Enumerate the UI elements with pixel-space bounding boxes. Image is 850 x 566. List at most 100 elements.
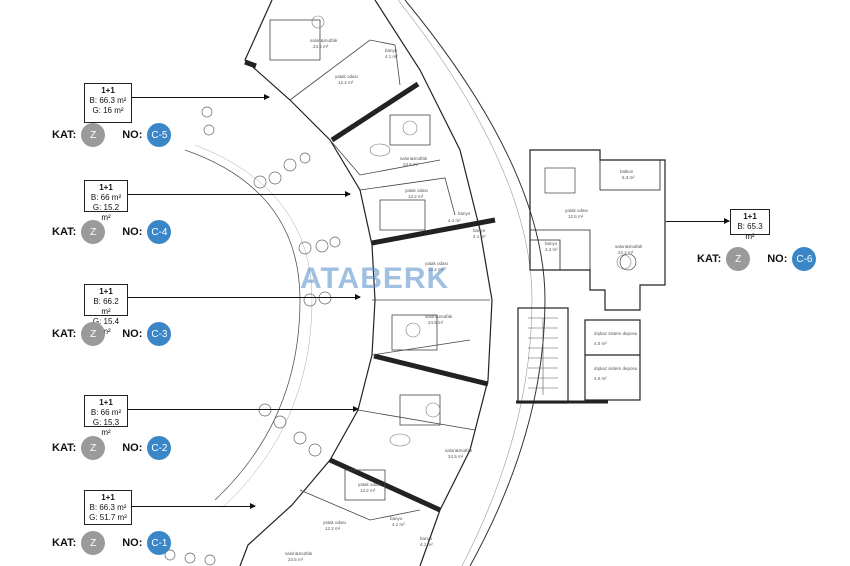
unit-number-badge[interactable]: C-4 bbox=[147, 220, 172, 244]
room-label-banyo-2: banyo bbox=[458, 211, 471, 216]
room-area-5: 12.2 m² bbox=[408, 194, 424, 199]
outer-arc bbox=[404, 0, 546, 566]
room-label-depo-1: dışkaz sistem deposu bbox=[594, 331, 638, 336]
room-area-c6-1: 12.5 m² bbox=[568, 214, 584, 219]
room-area-9: 24.5 m² bbox=[428, 320, 444, 325]
unit-type: 1+1 bbox=[99, 287, 113, 296]
room-label-banyo-4: banyo bbox=[390, 516, 403, 521]
unit-badges-c6: KAT: Z NO: C-6 bbox=[697, 247, 817, 271]
block-stairs bbox=[516, 307, 641, 404]
room-area-8: 12.2 m² bbox=[428, 267, 444, 272]
floor-badge: Z bbox=[726, 247, 751, 271]
unit-type: 1+1 bbox=[101, 86, 115, 95]
unit-info-box-c6: 1+1 B: 65.3 m² bbox=[730, 209, 770, 241]
room-label-depo-2: dışkaz sistem deposu bbox=[594, 366, 638, 371]
floor-badge: Z bbox=[81, 531, 106, 555]
trees bbox=[164, 106, 341, 566]
unit-info-box-c1: 1+1 B: 66.3 m² G: 51.7 m² bbox=[84, 490, 132, 525]
unit-gross-area: G: 51.7 m² bbox=[89, 513, 127, 522]
room-area-depo-2: 4.0 m² bbox=[594, 376, 607, 381]
kat-label: KAT: bbox=[52, 129, 77, 141]
pointer-arrow-c4 bbox=[128, 191, 351, 197]
unit-number-badge[interactable]: C-5 bbox=[147, 123, 172, 147]
room-area-3: 4.1 m² bbox=[385, 54, 398, 59]
pointer-arrow-c3 bbox=[128, 294, 361, 300]
room-label-yatak-2: yatak odası bbox=[405, 188, 428, 193]
unit-badges-c3: KAT: Z NO: C-3 bbox=[52, 322, 172, 346]
unit-info-box-c5: 1+1 B: 66.3 m² G: 16 m² bbox=[84, 83, 132, 123]
unit-net-area: B: 66 m² bbox=[90, 193, 122, 202]
unit-info-box-c3: 1+1 B: 66.2 m² G: 15.4 m² bbox=[84, 284, 128, 336]
room-label-salon-4: salon&mutfak bbox=[445, 448, 473, 453]
floor-badge: Z bbox=[81, 220, 106, 244]
unit-type: 1+1 bbox=[743, 212, 757, 221]
room-area-10: 24.5 m² bbox=[448, 454, 464, 459]
unit-number-badge[interactable]: C-2 bbox=[147, 436, 172, 460]
kat-label: KAT: bbox=[52, 226, 77, 238]
kat-label: KAT: bbox=[52, 328, 77, 340]
unit-net-area: B: 66.3 m² bbox=[89, 96, 127, 105]
room-label-yatak-c6: yatak odası bbox=[565, 208, 588, 213]
unit-net-area: B: 65.3 m² bbox=[737, 222, 763, 241]
room-label-banyo-1: banyo bbox=[385, 48, 398, 53]
room-area-c6-2: 5.3 m² bbox=[622, 175, 635, 180]
pointer-arrow-c1 bbox=[132, 503, 256, 509]
unit-badges-c1: KAT: Z NO: C-1 bbox=[52, 531, 172, 555]
unit-number-badge[interactable]: C-1 bbox=[147, 531, 172, 555]
room-area-7: 4.1 m² bbox=[473, 234, 486, 239]
floor-badge: Z bbox=[81, 123, 106, 147]
unit-gross-area: G: 15.4 m² bbox=[92, 317, 120, 336]
room-label-banyo-c6: banyo bbox=[545, 241, 558, 246]
unit-badges-c4: KAT: Z NO: C-4 bbox=[52, 220, 172, 244]
unit-gross-area: G: 16 m² bbox=[92, 106, 124, 115]
unit-net-area: B: 66 m² bbox=[90, 408, 122, 417]
room-area-15: 24.5 m² bbox=[288, 557, 304, 562]
inner-arc-2 bbox=[194, 144, 313, 509]
room-area-12: 12.2 m² bbox=[325, 526, 341, 531]
room-walls bbox=[269, 19, 490, 521]
room-label-yatak-5: yatak odası bbox=[323, 520, 346, 525]
room-area-1: 24.5 m² bbox=[313, 44, 329, 49]
pointer-arrow-c5 bbox=[132, 94, 270, 100]
room-label-salon-5: salon&mutfak bbox=[285, 551, 313, 556]
unit-badges-c5: KAT: Z NO: C-5 bbox=[52, 123, 172, 147]
kat-label: KAT: bbox=[52, 442, 77, 454]
unit-type: 1+1 bbox=[99, 398, 113, 407]
room-text: salon&mutfak 24.5 m² yatak odası 12.2 m²… bbox=[285, 38, 643, 562]
unit-number-badge[interactable]: C-6 bbox=[792, 247, 817, 271]
unit-type: 1+1 bbox=[101, 493, 115, 502]
no-label: NO: bbox=[767, 253, 788, 265]
room-label-yatak-3: yatak odası bbox=[425, 261, 448, 266]
room-label-salon-1: salon&mutfak bbox=[310, 38, 338, 43]
stair-steps bbox=[528, 317, 558, 395]
no-label: NO: bbox=[122, 129, 143, 141]
no-label: NO: bbox=[122, 442, 143, 454]
room-label-salon-3: salon&mutfak bbox=[425, 314, 453, 319]
no-label: NO: bbox=[122, 328, 143, 340]
kat-label: KAT: bbox=[52, 537, 77, 549]
no-label: NO: bbox=[122, 226, 143, 238]
block-c6 bbox=[529, 149, 666, 311]
unit-gross-area: G: 15.3 m² bbox=[92, 418, 120, 437]
watermark-logo: ATABERK bbox=[300, 262, 450, 295]
pointer-arrow-c2 bbox=[128, 406, 359, 412]
room-area-c6-3: 22.2 m² bbox=[618, 250, 634, 255]
room-area-11: 12.2 m² bbox=[360, 488, 376, 493]
room-label-yatak-1: yatak odası bbox=[335, 74, 358, 79]
room-area-c6-4: 3.4 m² bbox=[545, 247, 558, 252]
room-label-yatak-4: yatak odası bbox=[358, 482, 381, 487]
room-area-2: 12.2 m² bbox=[338, 80, 354, 85]
unit-info-box-c4: 1+1 B: 66 m² G: 15.2 m² bbox=[84, 180, 128, 222]
room-label-salon-c6: salon&mutfak bbox=[615, 244, 643, 249]
unit-net-area: B: 66.3 m² bbox=[89, 503, 127, 512]
floor-badge: Z bbox=[81, 436, 106, 460]
kat-label: KAT: bbox=[697, 253, 722, 265]
room-label-balkon-c6: balkon bbox=[620, 169, 634, 174]
outer-arc-2 bbox=[397, 0, 533, 566]
unit-badges-c2: KAT: Z NO: C-2 bbox=[52, 436, 172, 460]
pointer-arrow-c6 bbox=[666, 218, 730, 224]
unit-number-badge[interactable]: C-3 bbox=[147, 322, 172, 346]
room-area-6: 4.1 m² bbox=[448, 218, 461, 223]
unit-net-area: B: 66.2 m² bbox=[93, 297, 119, 316]
